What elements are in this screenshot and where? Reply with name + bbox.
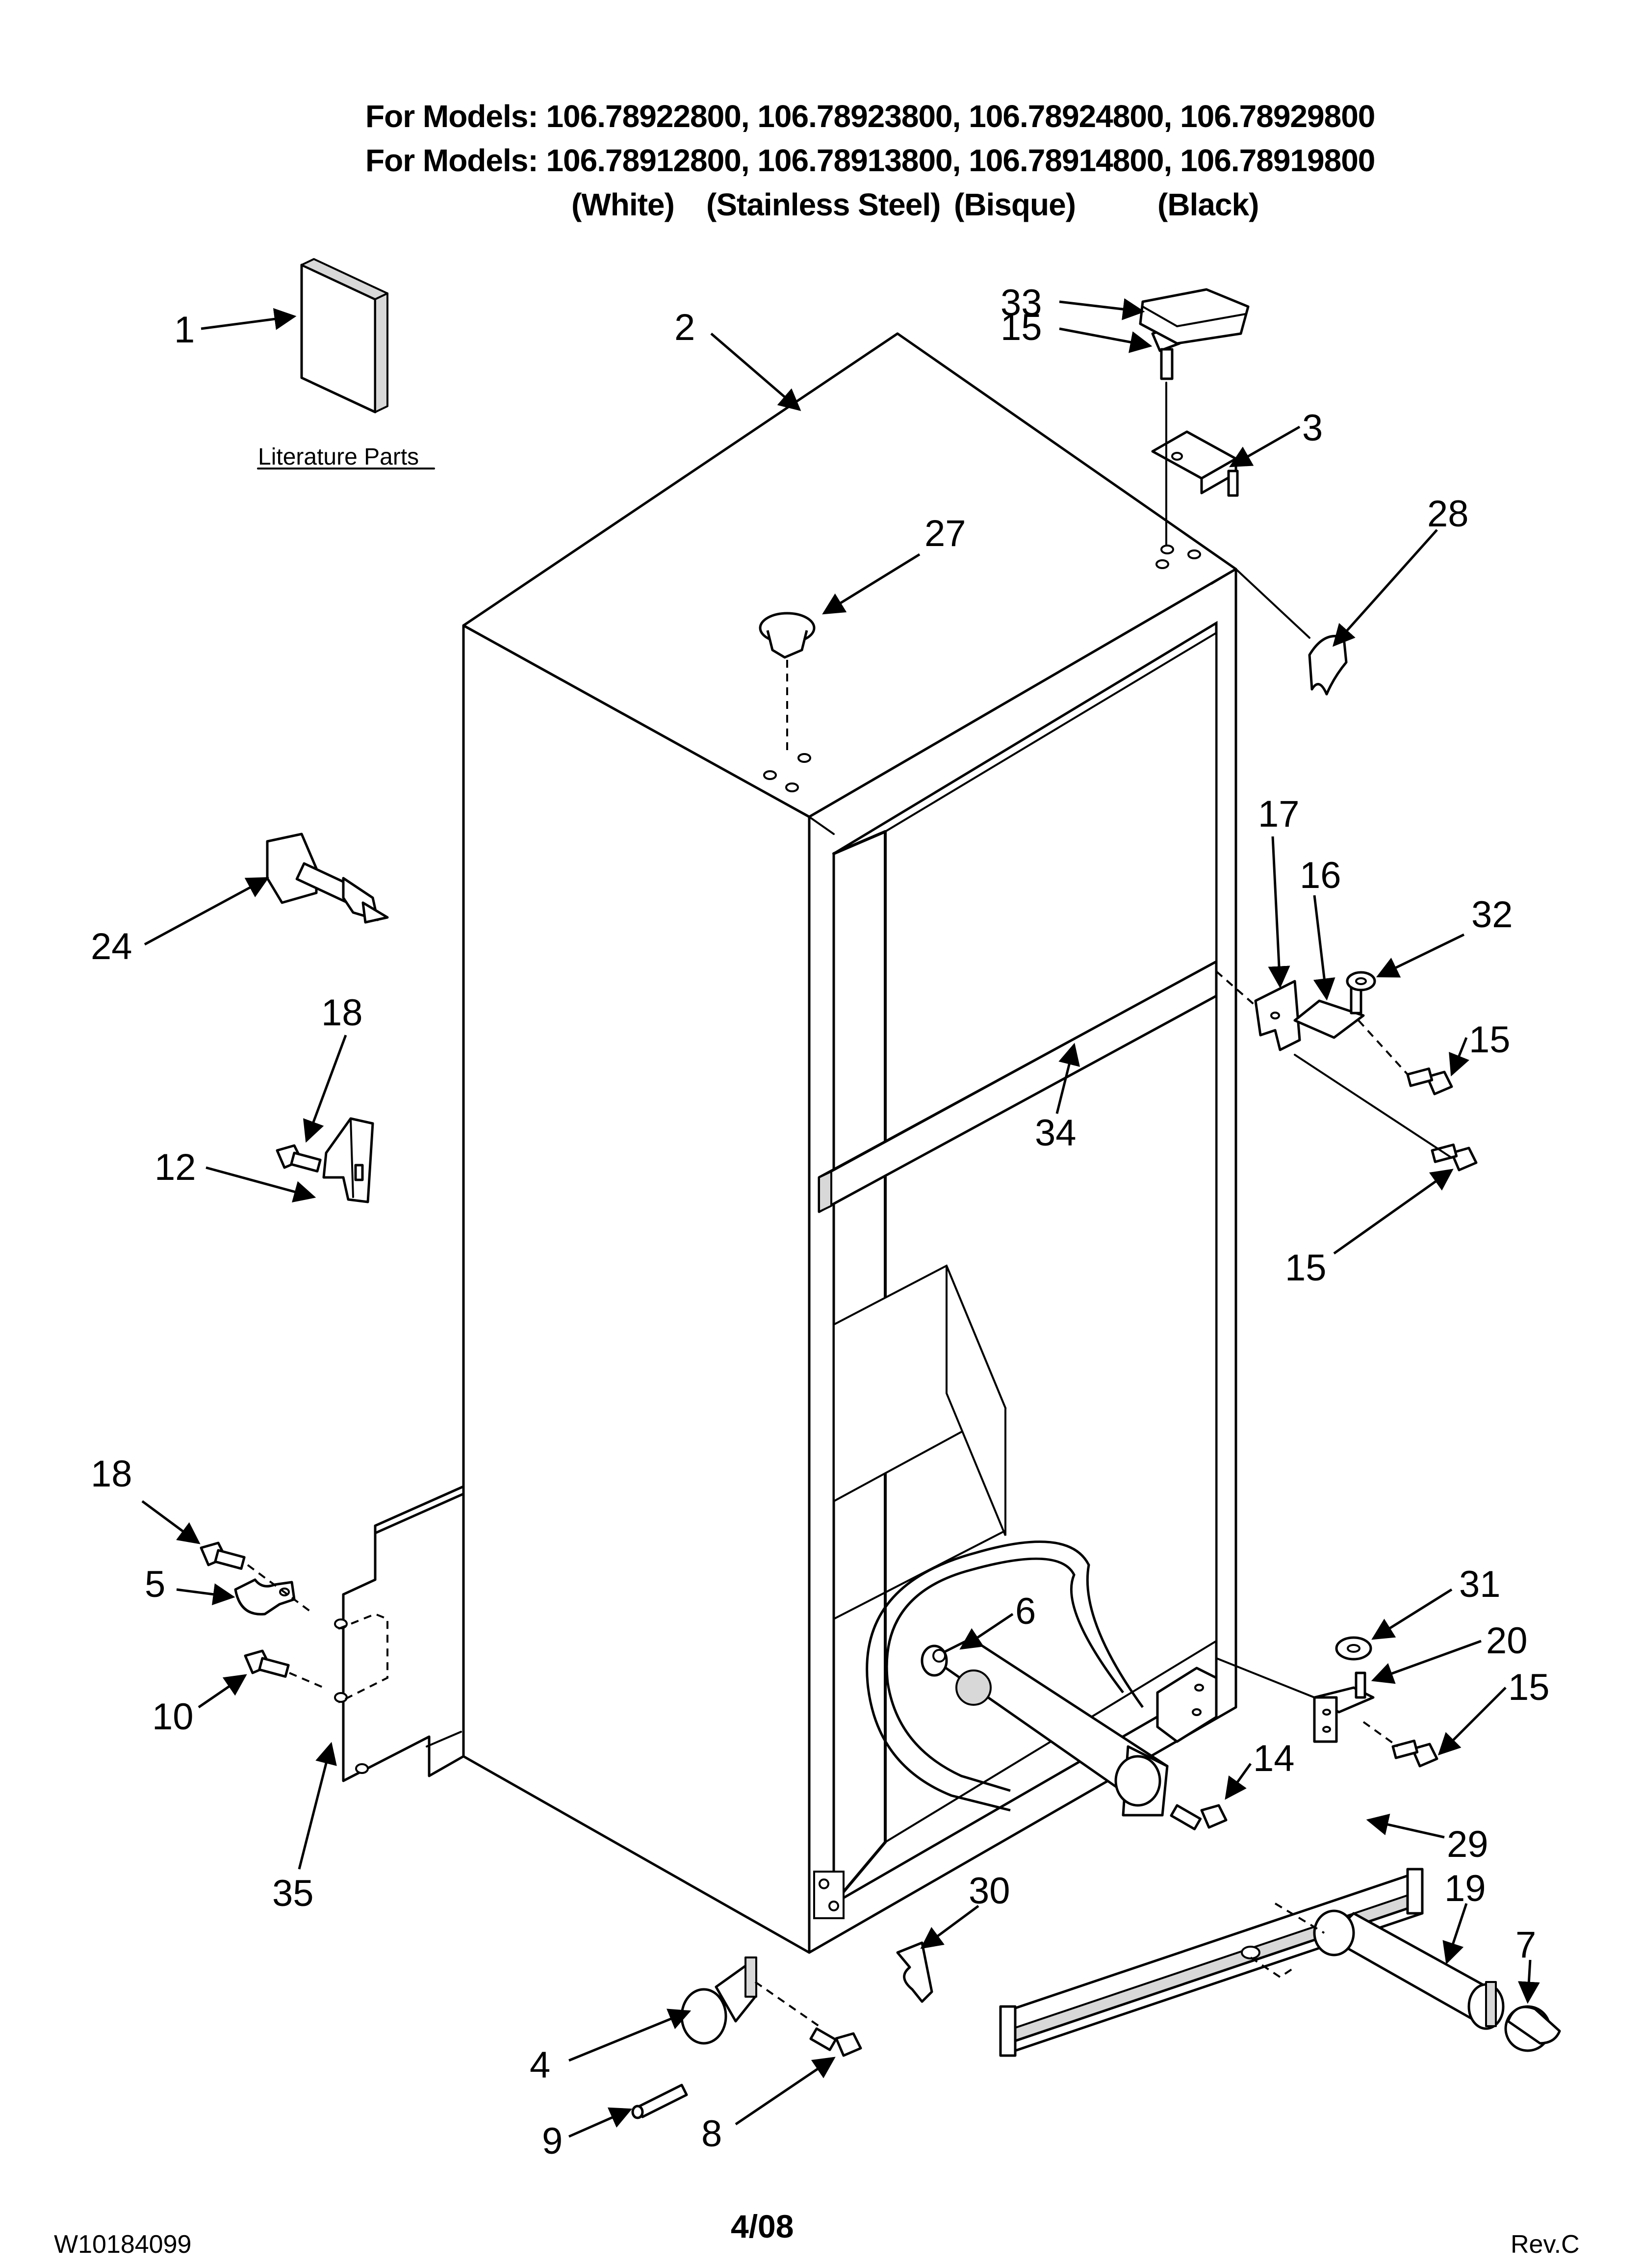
lower-hinge-line bbox=[1215, 1657, 1315, 1698]
color-black: (Black) bbox=[1157, 187, 1259, 222]
callout-18b: 18 bbox=[91, 1453, 132, 1495]
filter-cap bbox=[1504, 2005, 1561, 2052]
callout-9: 9 bbox=[542, 2120, 563, 2162]
callout-29: 29 bbox=[1447, 1824, 1488, 1865]
base-grille bbox=[999, 1868, 1424, 2057]
water-filter bbox=[1274, 1903, 1505, 2030]
screw-18-upper bbox=[276, 1144, 322, 1173]
callout-6: 6 bbox=[1015, 1590, 1036, 1632]
callout-27: 27 bbox=[924, 513, 966, 554]
mullion-bar bbox=[818, 960, 1218, 1213]
leader-dash-10 bbox=[289, 1672, 324, 1689]
hinge-line bbox=[1294, 1054, 1453, 1159]
callout-24: 24 bbox=[91, 926, 132, 967]
color-stainless: (Stainless Steel) bbox=[706, 187, 941, 222]
callout-16: 16 bbox=[1300, 855, 1341, 896]
clip-30 bbox=[896, 1941, 933, 2003]
clamp-5 bbox=[234, 1578, 296, 1616]
callout-28: 28 bbox=[1427, 493, 1469, 535]
callout-18a: 18 bbox=[321, 992, 363, 1034]
callout-3: 3 bbox=[1302, 407, 1323, 449]
date-label: 4/08 bbox=[731, 2208, 794, 2244]
screw-18-lower bbox=[200, 1541, 246, 1570]
refrigerator-cabinet bbox=[462, 332, 1237, 1954]
callout-15c: 15 bbox=[1285, 1247, 1327, 1289]
screw-15-hinge-a bbox=[1406, 1067, 1453, 1095]
roller-pin bbox=[631, 2084, 688, 2119]
callout-10: 10 bbox=[152, 1696, 194, 1738]
callout-1: 1 bbox=[174, 309, 195, 351]
callout-12: 12 bbox=[154, 1147, 196, 1188]
hinge-screw-top bbox=[1151, 325, 1181, 546]
grille-dash bbox=[1250, 1956, 1296, 1979]
door-handle-stud bbox=[266, 833, 389, 924]
callout-20: 20 bbox=[1486, 1620, 1528, 1662]
hinge-20 bbox=[1313, 1671, 1375, 1743]
color-bisque: (Bisque) bbox=[954, 187, 1076, 222]
callout-labels: 1 2 3 4 5 6 7 8 9 10 12 14 15 15 15 15 1… bbox=[91, 282, 1550, 2162]
callout-4: 4 bbox=[530, 2044, 550, 2086]
callout-15d: 15 bbox=[1508, 1667, 1550, 1708]
clip-leader bbox=[1235, 568, 1310, 639]
callout-30: 30 bbox=[969, 1870, 1010, 1912]
literature-parts-label: Literature Parts bbox=[258, 444, 419, 470]
callout-34: 34 bbox=[1035, 1112, 1077, 1154]
rear-access-panel bbox=[334, 1485, 465, 1782]
roller-assembly bbox=[680, 1956, 757, 2045]
top-hinge bbox=[1151, 430, 1239, 497]
callout-7: 7 bbox=[1515, 1924, 1536, 1966]
hinge-cover bbox=[1139, 288, 1250, 345]
callout-15a: 15 bbox=[1001, 307, 1042, 348]
leader-lines bbox=[141, 298, 1540, 2138]
models-line-1: For Models: 106.78922800, 106.78923800, … bbox=[365, 99, 1375, 134]
callout-5: 5 bbox=[145, 1564, 165, 1605]
center-hinge-17 bbox=[1254, 980, 1301, 1051]
top-plug bbox=[759, 612, 816, 751]
color-white: (White) bbox=[571, 187, 675, 222]
roller-dash bbox=[754, 1981, 820, 2027]
water-tubing bbox=[866, 1540, 1144, 1812]
callout-35: 35 bbox=[272, 1873, 314, 1914]
bracket-12 bbox=[322, 1117, 374, 1203]
screw-14 bbox=[1170, 1804, 1228, 1830]
washer-32 bbox=[1346, 971, 1376, 991]
screw-10 bbox=[244, 1649, 290, 1678]
hinge-dash-b bbox=[1358, 1019, 1409, 1075]
callout-33: 33 bbox=[1001, 282, 1042, 324]
lower-hinge-dash bbox=[1362, 1721, 1399, 1747]
document-number: W10184099 bbox=[54, 2230, 192, 2259]
water-valve bbox=[921, 1637, 1169, 1817]
revision-label: Rev.C bbox=[1511, 2230, 1580, 2259]
screw-15-lower bbox=[1391, 1739, 1438, 1768]
callout-17: 17 bbox=[1258, 793, 1300, 835]
literature-parts-booklet bbox=[300, 258, 388, 414]
washer-31 bbox=[1335, 1636, 1372, 1661]
callout-8: 8 bbox=[701, 2113, 722, 2155]
callout-14: 14 bbox=[1253, 1738, 1295, 1779]
callout-31: 31 bbox=[1459, 1564, 1501, 1605]
center-hinge-16 bbox=[1293, 985, 1365, 1039]
roller-screw bbox=[809, 2027, 862, 2057]
callout-19: 19 bbox=[1444, 1868, 1486, 1909]
hinge-dash-a bbox=[1215, 970, 1257, 1007]
leader-dash-18 bbox=[247, 1564, 315, 1615]
bottom-hinge-bracket bbox=[1156, 1667, 1218, 1743]
callout-15b: 15 bbox=[1469, 1019, 1511, 1061]
door-stop-clip bbox=[1308, 635, 1348, 696]
callout-2: 2 bbox=[674, 307, 695, 348]
callout-32: 32 bbox=[1471, 894, 1513, 936]
models-line-2: For Models: 106.78912800, 106.78913800, … bbox=[365, 143, 1375, 178]
